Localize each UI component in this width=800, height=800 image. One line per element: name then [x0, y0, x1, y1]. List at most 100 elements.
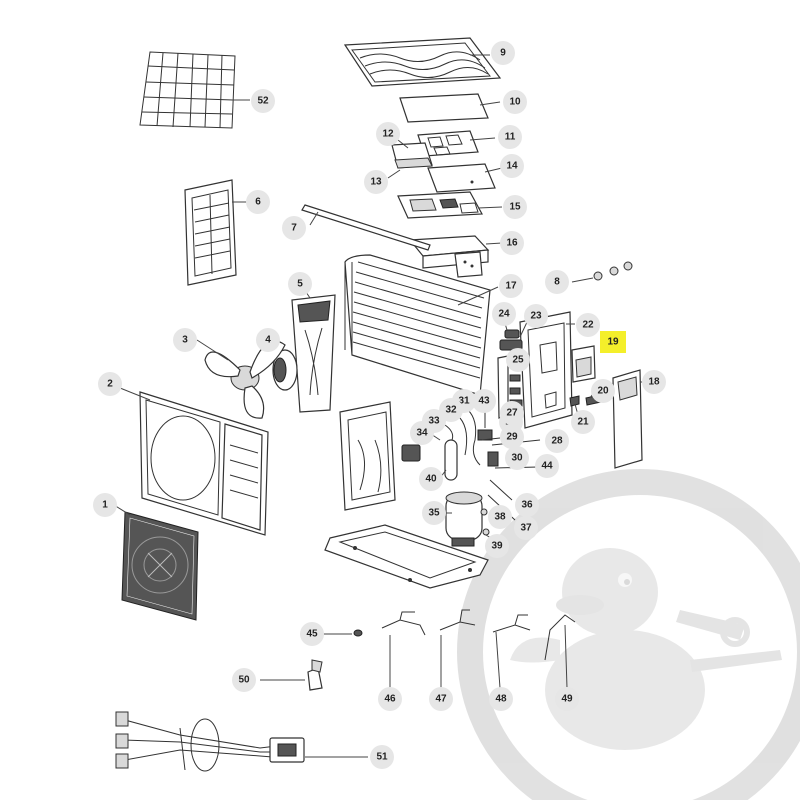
part-32-pipe [459, 417, 468, 456]
callout-24: 24 [492, 302, 516, 326]
callout-17: 17 [499, 274, 523, 298]
part-18-corner-cover [612, 369, 652, 469]
callout-label: 7 [291, 223, 297, 234]
part-14-pcb-cover [427, 163, 503, 193]
callout-label: 30 [511, 453, 523, 464]
callout-34: 34 [410, 421, 434, 445]
callout-48: 48 [489, 687, 513, 711]
callout-5: 5 [288, 272, 312, 296]
callout-badge-circle [246, 190, 270, 214]
callout-label: 46 [384, 694, 396, 705]
callout-label: 2 [107, 379, 113, 390]
callout-badge-circle [489, 687, 513, 711]
callout-43: 43 [472, 389, 496, 413]
part-6-side-grille [184, 179, 248, 286]
callout-badge-circle [98, 372, 122, 396]
callout-label: 34 [416, 428, 428, 439]
callout-21: 21 [571, 410, 595, 434]
callout-label: 16 [506, 238, 518, 249]
callout-badge-circle [514, 516, 538, 540]
callout-8: 8 [545, 270, 569, 294]
callout-label: 27 [506, 408, 518, 419]
callout-label: 45 [306, 629, 318, 640]
part-38-grommet [480, 508, 488, 516]
callout-label: 23 [530, 311, 542, 322]
part-8-nuts [571, 261, 633, 283]
callout-50: 50 [232, 668, 256, 692]
part-3-fan-blade [196, 339, 286, 419]
callout-label: 43 [478, 396, 490, 407]
callout-7: 7 [282, 216, 306, 240]
callout-badge-circle [642, 370, 666, 394]
callout-38: 38 [488, 505, 512, 529]
callout-label: 11 [505, 132, 516, 143]
callout-52: 52 [251, 89, 275, 113]
callout-badge-circle [499, 274, 523, 298]
callout-label: 14 [506, 161, 518, 172]
partition-panel [339, 401, 396, 511]
callout-label: 6 [255, 197, 261, 208]
callout-badge-circle [376, 122, 400, 146]
part-5-motor-bracket [291, 285, 336, 413]
highlight-marker [600, 331, 626, 353]
callout-badge-circle [282, 216, 306, 240]
callout-label: 5 [297, 279, 303, 290]
callout-6: 6 [246, 190, 270, 214]
callout-label: 48 [495, 694, 507, 705]
part-9-top-cover [343, 37, 502, 87]
callout-32: 32 [439, 398, 463, 422]
callout-badge-circle [429, 687, 453, 711]
callout-14: 14 [500, 154, 524, 178]
part-40-accumulator [439, 439, 458, 481]
part-22-side-panel [519, 311, 575, 429]
callout-16: 16 [500, 231, 524, 255]
callout-badge-circle [491, 41, 515, 65]
part-15-pcb [397, 191, 503, 219]
part-17-condenser-coil [344, 254, 499, 396]
callout-10: 10 [503, 90, 527, 114]
callout-label: 31 [458, 396, 470, 407]
callout-11: 11 [498, 125, 522, 149]
callout-badge-circle [378, 687, 402, 711]
part-11-bracket [417, 130, 496, 157]
callout-label: 49 [561, 694, 573, 705]
callout-badge-circle [576, 313, 600, 337]
callout-45: 45 [300, 622, 324, 646]
callout-20: 20 [591, 379, 615, 403]
callout-19: 19 [600, 331, 626, 353]
callout-badge-circle [503, 90, 527, 114]
callout-28: 28 [545, 429, 569, 453]
callout-29: 29 [500, 425, 524, 449]
callout-35: 35 [422, 501, 446, 525]
callout-badge-circle [173, 328, 197, 352]
part-19-cover-plate [571, 338, 605, 383]
callout-label: 37 [520, 523, 532, 534]
callout-47: 47 [429, 687, 453, 711]
callout-label: 33 [428, 416, 440, 427]
callout-label: 19 [607, 337, 619, 348]
callout-badge-circle [500, 154, 524, 178]
part-12-control-box [387, 139, 433, 179]
callout-badge-circle [500, 425, 524, 449]
callout-30: 30 [505, 446, 529, 470]
callout-label: 17 [505, 281, 517, 292]
callout-badge-circle [500, 401, 524, 425]
callout-label: 28 [551, 436, 563, 447]
callout-44: 44 [535, 454, 559, 478]
callout-badge-circle [256, 328, 280, 352]
callout-label: 51 [376, 752, 388, 763]
callout-label: 50 [238, 675, 250, 686]
callout-badge-circle [364, 170, 388, 194]
callout-51: 51 [370, 745, 394, 769]
callout-label: 36 [521, 500, 533, 511]
callout-badge-circle [555, 687, 579, 711]
callout-37: 37 [514, 516, 538, 540]
callout-badge-circle [410, 421, 434, 445]
part-46-pipe [381, 611, 426, 688]
callout-label: 40 [425, 474, 437, 485]
part-29-pipe [481, 437, 501, 441]
callout-18: 18 [642, 370, 666, 394]
callout-badge-circle [472, 389, 496, 413]
callout-40: 40 [419, 467, 443, 491]
